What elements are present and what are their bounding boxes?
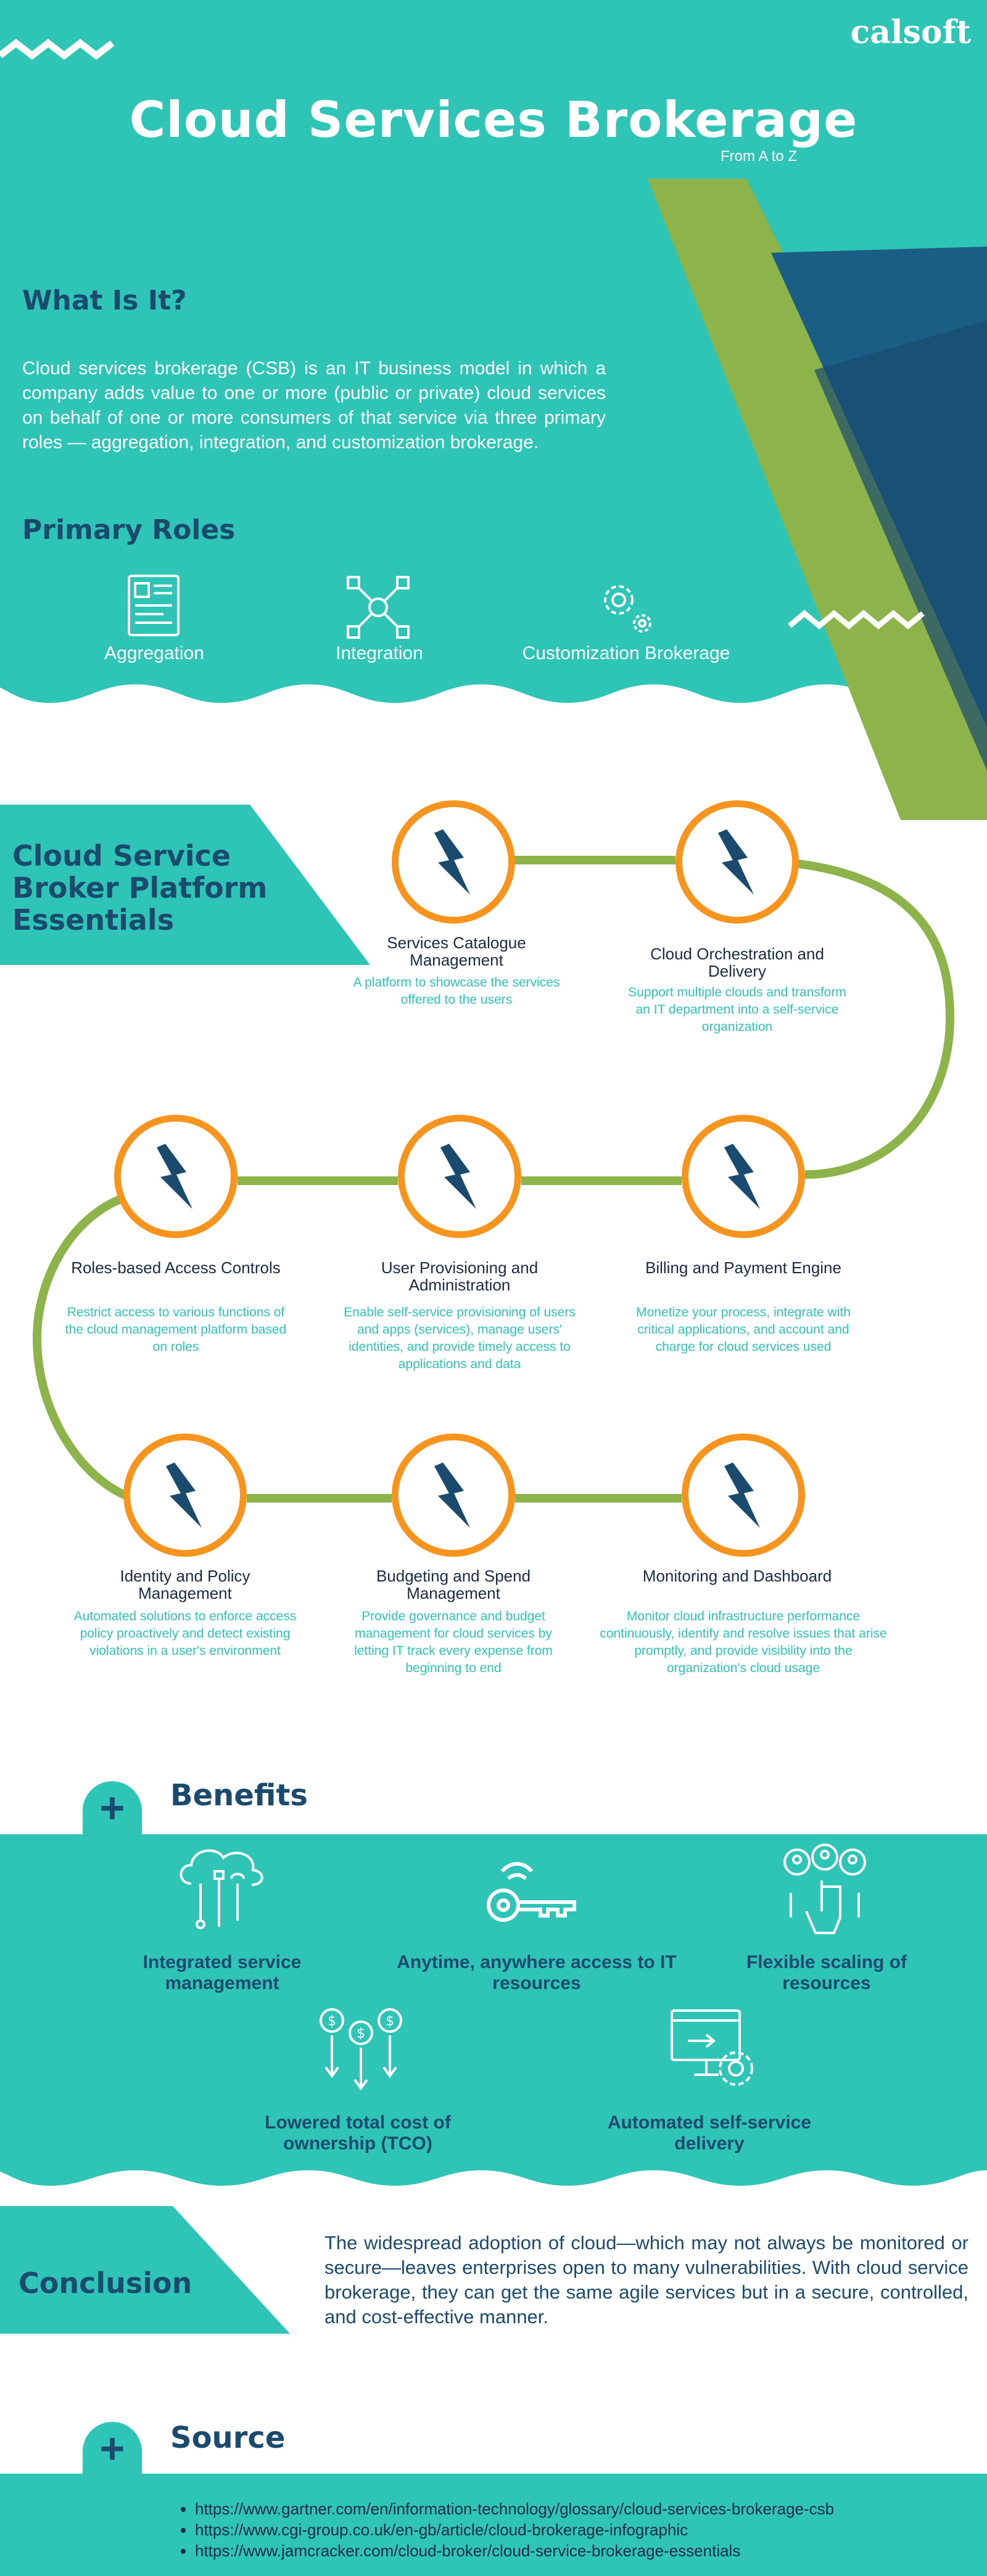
zigzag-decoration — [0, 39, 115, 60]
lightning-node-icon — [392, 1434, 515, 1557]
role-label-aggregation: Aggregation — [104, 643, 204, 663]
svg-text:$: $ — [357, 2026, 365, 2041]
heading-line: Cloud Service — [12, 839, 231, 872]
lightning-node-icon — [675, 800, 799, 924]
essential-desc: Monitor cloud infrastructure performance… — [600, 1609, 887, 1675]
gears-icon — [595, 576, 657, 638]
document-list-icon — [126, 573, 182, 638]
platform-essentials-heading: Cloud Service Broker Platform Essentials — [12, 840, 333, 936]
lightning-node-icon — [682, 1434, 805, 1557]
wifi-key-icon — [479, 1853, 580, 1927]
source-link[interactable]: https://www.jamcracker.com/cloud-broker/… — [195, 2540, 834, 2561]
source-heading: Source — [170, 2421, 286, 2455]
role-label-customization-brokerage: Customization Brokerage — [522, 643, 730, 663]
source-list: https://www.gartner.com/en/information-t… — [178, 2498, 834, 2561]
what-is-it-heading: What Is It? — [22, 285, 187, 316]
benefit-label: Automated self-service delivery — [607, 2112, 812, 2154]
benefit-label: Flexible scaling of resources — [746, 1952, 907, 1993]
lightning-node-icon — [114, 1115, 237, 1238]
source-plus-icon: + — [83, 2422, 142, 2475]
benefit-label: Lowered total cost of ownership (TCO) — [265, 2112, 451, 2154]
benefit-label: Anytime, anywhere access to IT resources — [397, 1952, 677, 1993]
essential-desc: Monetize your process, integrate with cr… — [636, 1305, 851, 1354]
heading-line: Broker Platform — [12, 871, 268, 904]
essential-title: Roles-based Access Controls — [71, 1258, 281, 1277]
conclusion-tab-shape — [0, 2206, 290, 2334]
lightning-node-icon — [682, 1115, 805, 1238]
essential-title: User Provisioning and Administration — [381, 1258, 539, 1294]
source-link[interactable]: https://www.cgi-group.co.uk/en-gb/articl… — [195, 2519, 834, 2540]
calsoft-logo: calsoft — [850, 14, 971, 51]
essential-title: Identity and Policy Management — [120, 1567, 250, 1602]
essentials-tab-shape — [0, 805, 370, 965]
conclusion-heading: Conclusion — [19, 2266, 192, 2300]
green-stripe-shape — [648, 179, 987, 820]
cloud-tools-icon — [173, 1840, 268, 1933]
role-label-integration: Integration — [336, 643, 423, 663]
svg-text:$: $ — [386, 2014, 394, 2029]
network-nodes-icon — [344, 573, 412, 641]
primary-roles-heading: Primary Roles — [22, 514, 236, 546]
benefits-band — [0, 1834, 987, 2186]
svg-text:$: $ — [328, 2014, 336, 2029]
source-link[interactable]: https://www.gartner.com/en/information-t… — [195, 2498, 834, 2519]
essential-title: Budgeting and Spend Management — [376, 1567, 531, 1602]
essential-desc: A platform to showcase the services offe… — [353, 975, 560, 1007]
essential-title: Services Catalogue Management — [387, 933, 526, 969]
essential-desc: Provide governance and budget management… — [354, 1609, 553, 1675]
monitor-gear-icon — [669, 2007, 762, 2096]
lightning-node-icon — [398, 1115, 521, 1238]
what-is-it-text: Cloud services brokerage (CSB) is an IT … — [22, 358, 606, 453]
lightning-node-icon — [123, 1434, 247, 1557]
source-band — [0, 2474, 987, 2576]
benefit-label: Integrated service management — [142, 1952, 302, 1993]
dollar-down-icon: $ $ $ — [315, 2007, 407, 2093]
benefits-plus-icon: + — [83, 1781, 142, 1834]
conclusion-text: The widespread adoption of cloud—which m… — [324, 2232, 968, 2328]
page-subtitle: From A to Z — [721, 148, 798, 165]
heading-line: Essentials — [12, 903, 175, 937]
essential-desc: Restrict access to various functions of … — [65, 1305, 287, 1354]
essential-title: Cloud Orchestration and Delivery — [650, 945, 824, 980]
essential-title: Monitoring and Dashboard — [642, 1567, 832, 1585]
benefits-heading: Benefits — [170, 1778, 308, 1813]
people-hand-icon — [778, 1844, 871, 1936]
essential-title: Billing and Payment Engine — [645, 1258, 841, 1277]
page-title: Cloud Services Brokerage — [129, 91, 858, 149]
essential-desc: Support multiple clouds and transform an… — [628, 985, 846, 1034]
essential-desc: Automated solutions to enforce access po… — [73, 1609, 297, 1658]
lightning-node-icon — [392, 800, 515, 924]
essential-desc: Enable self-service provisioning of user… — [344, 1305, 576, 1371]
